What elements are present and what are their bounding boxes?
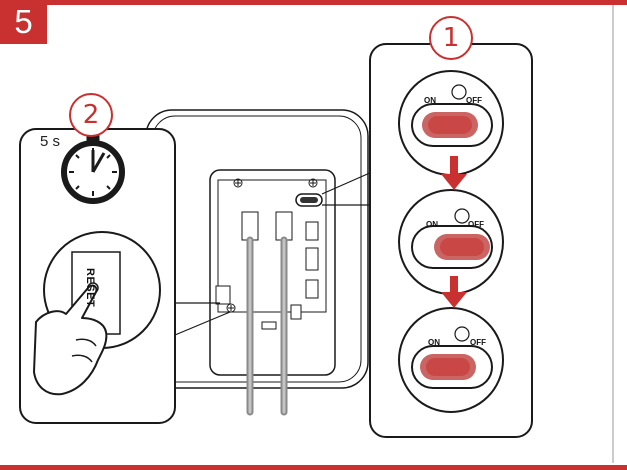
top-accent-bar xyxy=(0,0,627,5)
hand-finger-lines xyxy=(71,338,97,363)
stopwatch-icon xyxy=(61,133,125,204)
cables xyxy=(246,236,288,416)
down-arrow-icon xyxy=(441,276,467,308)
switch-state-2 xyxy=(398,189,504,295)
pointing-hand-icon xyxy=(33,284,108,396)
reset-button-label: RESET xyxy=(84,268,96,308)
switch-state-1 xyxy=(398,70,504,176)
switch-off-label: OFF xyxy=(470,338,486,347)
switch-off-label: OFF xyxy=(466,96,482,105)
switch-on-label: ON xyxy=(424,96,436,105)
switch-state-3 xyxy=(398,307,504,413)
step-number-badge: 5 xyxy=(0,0,47,44)
screw-icon xyxy=(226,178,318,313)
reset-duration-label: 5 s xyxy=(40,133,61,150)
down-arrow-icon xyxy=(441,156,467,190)
switch-on-label: ON xyxy=(428,338,440,347)
connector-icon xyxy=(215,211,319,330)
callout-leader-lines xyxy=(174,171,373,336)
callout-number-switch: 1 xyxy=(429,16,473,60)
switch-on-label: ON xyxy=(426,220,438,229)
device-power-switch-knob xyxy=(300,197,318,203)
callout-number-reset: 2 xyxy=(69,93,113,137)
bottom-accent-bar xyxy=(0,465,627,470)
switch-off-label: OFF xyxy=(468,220,484,229)
